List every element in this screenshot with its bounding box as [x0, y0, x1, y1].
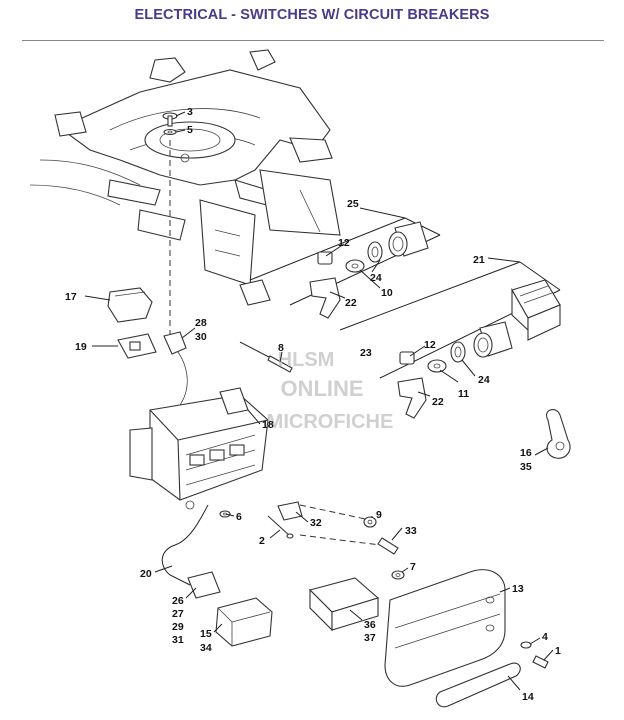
tag-16-35 [546, 409, 571, 459]
callout-24-lower: 24 [478, 374, 490, 386]
callout-5: 5 [187, 124, 193, 136]
page-title: ELECTRICAL - SWITCHES W/ CIRCUIT BREAKER… [134, 7, 490, 23]
circuit-breaker-21 [511, 279, 561, 341]
callout-30: 30 [195, 331, 207, 343]
callout-20: 20 [140, 568, 152, 580]
callout-27: 27 [172, 608, 184, 620]
callout-12-upper: 12 [338, 237, 350, 249]
watermark-line-1: HLSM [278, 349, 335, 371]
callout-35: 35 [520, 461, 532, 473]
callout-4: 4 [542, 631, 548, 643]
callout-6: 6 [236, 511, 242, 523]
callout-17: 17 [65, 291, 77, 303]
washer-4-screw-1 [520, 641, 549, 669]
callout-7: 7 [410, 561, 416, 573]
callout-23: 23 [360, 347, 372, 359]
fuse-32 [277, 501, 303, 521]
callout-37: 37 [364, 632, 376, 644]
callout-8: 8 [278, 342, 284, 354]
watermark: HLSM ONLINE MICROFICHE [267, 349, 394, 433]
callout-3: 3 [187, 106, 193, 118]
trim-14 [435, 662, 521, 708]
callout-2: 2 [259, 535, 265, 547]
callout-16: 16 [520, 447, 532, 459]
cover-13 [384, 569, 506, 687]
screw-2 [267, 515, 294, 539]
callout-15: 15 [200, 628, 212, 640]
frame-assembly [29, 49, 341, 306]
callout-22-upper: 22 [345, 297, 357, 309]
callout-9: 9 [376, 509, 382, 521]
callout-26: 26 [172, 595, 184, 607]
leader-9 [299, 504, 371, 521]
callout-13: 13 [512, 583, 524, 595]
callout-18: 18 [262, 419, 274, 431]
callout-12-lower: 12 [424, 339, 436, 351]
callout-31: 31 [172, 634, 184, 646]
callout-19: 19 [75, 341, 87, 353]
callout-25: 25 [347, 198, 359, 210]
callout-10: 10 [381, 287, 393, 299]
callout-36: 36 [364, 619, 376, 631]
pin-8 [239, 341, 293, 373]
relay-15-34 [215, 597, 273, 647]
harness-20 [161, 504, 221, 599]
callout-33: 33 [405, 525, 417, 537]
callout-32: 32 [310, 517, 322, 529]
callout-14: 14 [522, 691, 534, 703]
switch-assembly-upper [309, 221, 429, 319]
watermark-line-2: ONLINE [280, 376, 363, 401]
callout-labels: 3 5 25 12 24 10 22 21 17 28 30 19 8 23 1… [65, 106, 561, 703]
connector-17 [107, 287, 153, 323]
callout-28: 28 [195, 317, 207, 329]
callout-34: 34 [200, 642, 212, 654]
bolt-3-washer-5 [162, 112, 178, 136]
title-divider [22, 40, 604, 41]
switch-module-18 [129, 387, 269, 510]
switch-assembly-lower [397, 321, 513, 419]
bracket-19 [117, 333, 157, 359]
callout-leaders [84, 111, 554, 691]
callout-11: 11 [458, 388, 469, 400]
callout-1: 1 [555, 645, 561, 657]
callout-24-upper: 24 [370, 272, 382, 284]
pin-33 [377, 537, 399, 555]
leader-33 [299, 534, 381, 546]
callout-29: 29 [172, 621, 184, 633]
nut-7 [391, 570, 405, 580]
grommet-9 [363, 516, 377, 528]
callout-21: 21 [473, 254, 485, 266]
watermark-line-3: MICROFICHE [267, 411, 394, 433]
callout-22-lower: 22 [432, 396, 444, 408]
fastener-6 [219, 510, 231, 518]
